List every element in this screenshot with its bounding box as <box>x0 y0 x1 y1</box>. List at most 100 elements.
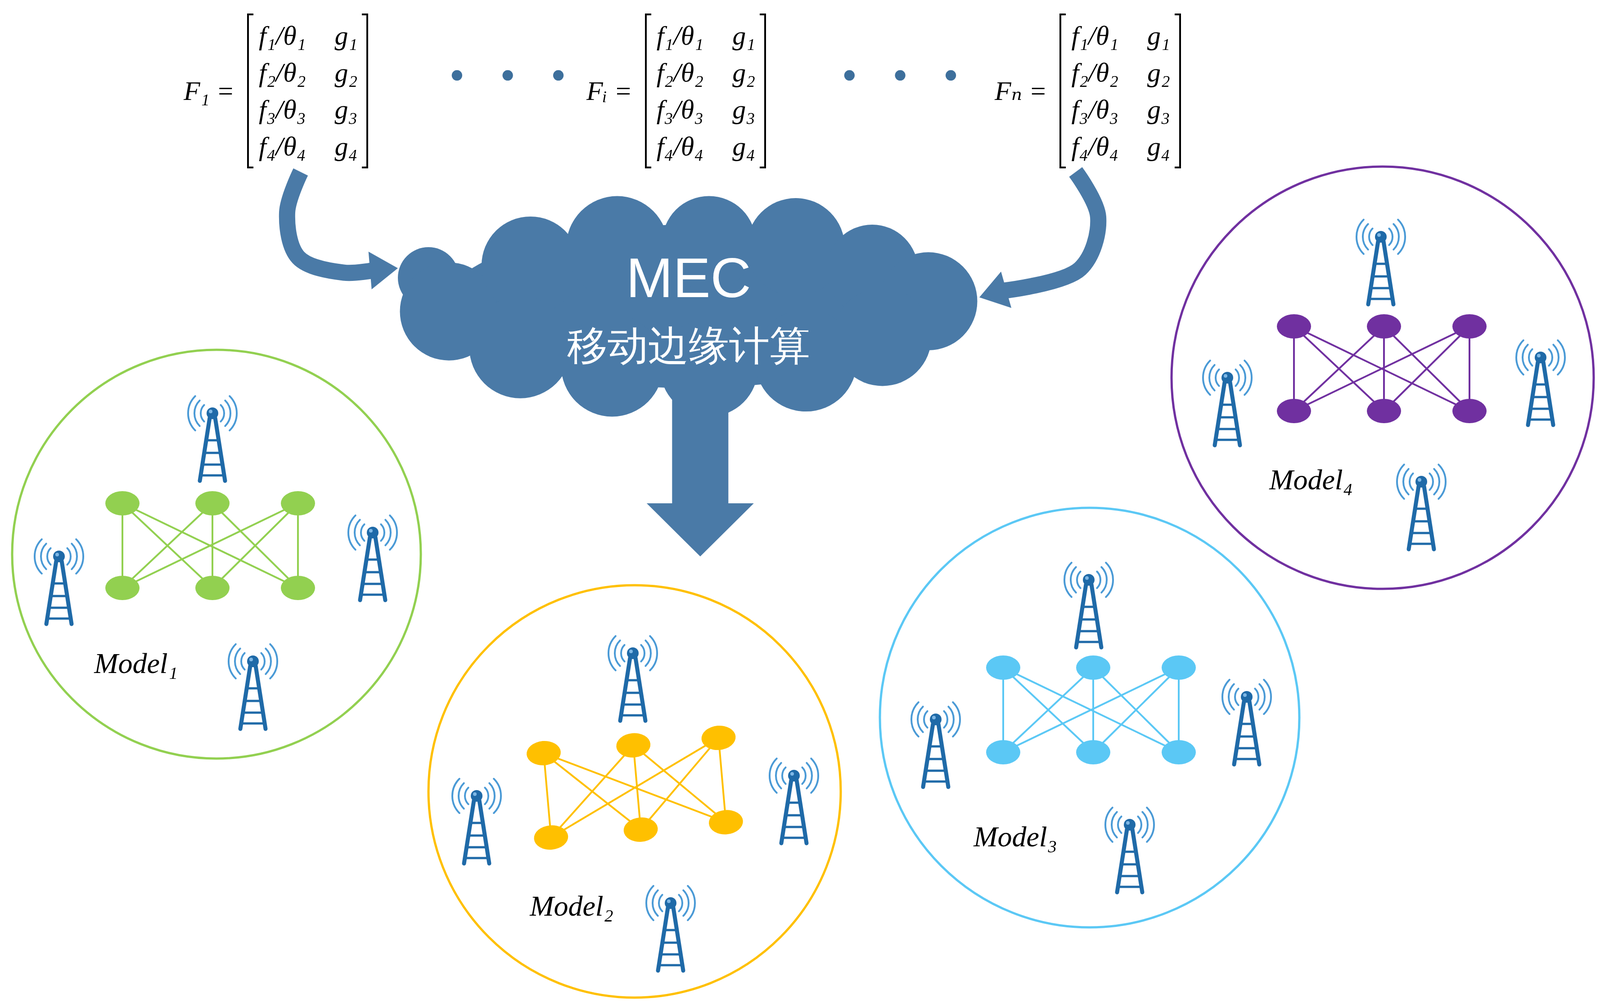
matrix-cell: f₂/θ₂ <box>1071 54 1119 91</box>
antenna-icon <box>608 635 658 721</box>
neural-net <box>105 491 316 600</box>
neural-net <box>986 655 1196 765</box>
model-label-holder: Model₁ <box>94 646 178 681</box>
cloud-node: MEC 移动边缘计算 <box>397 193 980 419</box>
matrix-cell: g₁ <box>732 17 756 55</box>
matrix-cell: g₃ <box>1147 90 1171 128</box>
matrix-node: Fᵢ =f₁/θ₁g₁f₂/θ₂g₂f₃/θ₃g₃f₄/θ₄g₄ <box>586 13 767 169</box>
circle-border <box>12 349 421 759</box>
matrix-cell: f₂/θ₂ <box>258 54 307 91</box>
region-circle: Model₁ <box>10 347 423 761</box>
matrix-bracket <box>361 13 369 169</box>
antenna-icon <box>646 885 695 971</box>
antenna-icon <box>1516 340 1565 425</box>
ellipsis-mark: • • • <box>446 55 569 98</box>
matrix-cell: f₁/θ₁ <box>1071 17 1119 55</box>
matrix-bracket <box>644 13 652 169</box>
flow-arrow <box>287 171 398 290</box>
model-label: Model₂ <box>529 889 614 922</box>
cloud-part <box>469 296 572 399</box>
neural-net <box>525 724 744 852</box>
model-label: Model₃ <box>973 820 1058 853</box>
matrix-cell: g₄ <box>732 127 756 165</box>
circle-outline <box>1169 164 1596 591</box>
matrix-cell: f₃/θ₃ <box>258 90 307 128</box>
matrix-cell: g₄ <box>334 127 358 165</box>
model-label: Model₄ <box>1269 463 1353 496</box>
matrix-body: f₁/θ₁ g₁ f₂/θ₂ g₂ f₃/θ₃ g₃ f₄/θ₄ g₄ <box>1059 13 1181 169</box>
matrix-body: f₁/θ₁g₁f₂/θ₂g₂f₃/θ₃g₃f₄/θ₄g₄ <box>247 13 369 169</box>
matrix-cell: f₄/θ₄ <box>656 127 704 165</box>
matrix-cell: f₃/θ₃ <box>656 90 704 128</box>
cloud-title: MEC <box>626 249 752 306</box>
matrix-node: Fₙ = f₁/θ₁ g₁ f₂/θ₂ g₂ f₃/θ₃ g₃ f₄/θ₄ g₄ <box>994 13 1181 169</box>
circle-outline <box>426 583 843 1000</box>
antenna-icon <box>911 702 960 787</box>
matrix-grid: f₁/θ₁ g₁ f₂/θ₂ g₂ f₃/θ₃ g₃ f₄/θ₄ g₄ <box>1071 17 1170 165</box>
model-label-holder: Model₄ <box>1269 462 1353 498</box>
arrow-shaft <box>1002 171 1099 291</box>
matrix-grid: f₁/θ₁g₁f₂/θ₂g₂f₃/θ₃g₃f₄/θ₄g₄ <box>258 17 358 165</box>
arrow-head <box>979 271 1012 308</box>
circle-outline <box>10 347 423 761</box>
antenna-icon <box>1356 219 1406 305</box>
matrix-cell: g₃ <box>732 90 756 128</box>
model-label-holder: Model₃ <box>973 819 1058 855</box>
matrix-bracket <box>247 13 254 169</box>
circle-outline <box>878 505 1302 929</box>
antenna-icon <box>769 758 819 843</box>
matrix-bracket <box>1059 13 1066 169</box>
region-circle: Model₄ <box>1169 164 1596 591</box>
matrix-cell: f₄/θ₄ <box>1071 127 1119 165</box>
matrix-cell: f₁/θ₁ <box>258 17 307 55</box>
matrix-cell: g₄ <box>1147 127 1171 165</box>
circle-border <box>428 585 841 998</box>
matrix-cell: g₂ <box>1147 54 1171 91</box>
cloud-subtitle: 移动边缘计算 <box>567 325 811 366</box>
region-circle: Model₃ <box>878 505 1302 929</box>
matrix-name: Fₙ = <box>994 72 1047 110</box>
matrix-body: f₁/θ₁g₁f₂/θ₂g₂f₃/θ₃g₃f₄/θ₄g₄ <box>644 13 767 169</box>
cloud-text-block: MEC 移动边缘计算 <box>397 193 980 419</box>
ellipsis-holder: • • • <box>446 58 569 95</box>
matrix-node: F₁ =f₁/θ₁g₁f₂/θ₂g₂f₃/θ₃g₃f₄/θ₄g₄ <box>183 13 369 169</box>
antenna-icon <box>1064 562 1114 648</box>
matrix-name: F₁ = <box>183 72 235 110</box>
matrix-bracket <box>1174 13 1181 169</box>
matrix-cell: g₁ <box>334 17 358 55</box>
antenna-icon <box>1105 807 1154 893</box>
antenna-icon <box>228 644 278 729</box>
matrix-cell: g₁ <box>1147 17 1171 55</box>
circle-border <box>879 507 1300 928</box>
matrix-cell: f₁/θ₁ <box>656 17 704 55</box>
antenna-icon <box>188 396 237 481</box>
cloud-shape <box>397 193 980 419</box>
ellipsis-holder: • • • <box>838 58 962 95</box>
cloud-part <box>833 288 932 387</box>
flow-arrow <box>646 391 754 557</box>
antenna-icon <box>1203 360 1252 446</box>
matrix-cell: g₃ <box>334 90 358 128</box>
antenna-icon <box>452 778 501 864</box>
arrow-head <box>368 251 398 290</box>
antenna-icon <box>1222 679 1271 765</box>
matrix-bracket <box>759 13 767 169</box>
antenna-icon <box>348 515 397 600</box>
matrix-name: Fᵢ = <box>586 72 633 110</box>
flow-arrow <box>979 171 1099 308</box>
model-label-holder: Model₂ <box>529 888 614 924</box>
matrix-grid: f₁/θ₁g₁f₂/θ₂g₂f₃/θ₃g₃f₄/θ₄g₄ <box>656 17 756 165</box>
neural-net <box>1276 314 1487 424</box>
ellipsis-mark: • • • <box>838 55 962 98</box>
matrix-cell: f₂/θ₂ <box>656 54 704 91</box>
arrow-shaft <box>287 171 375 273</box>
antenna-icon <box>1397 464 1446 550</box>
circle-border <box>1171 166 1594 589</box>
matrix-cell: f₃/θ₃ <box>1071 90 1119 128</box>
matrix-cell: f₄/θ₄ <box>258 127 307 165</box>
antenna-icon <box>34 539 84 624</box>
region-circle: Model₂ <box>426 583 843 1000</box>
arrow-head <box>646 503 754 557</box>
